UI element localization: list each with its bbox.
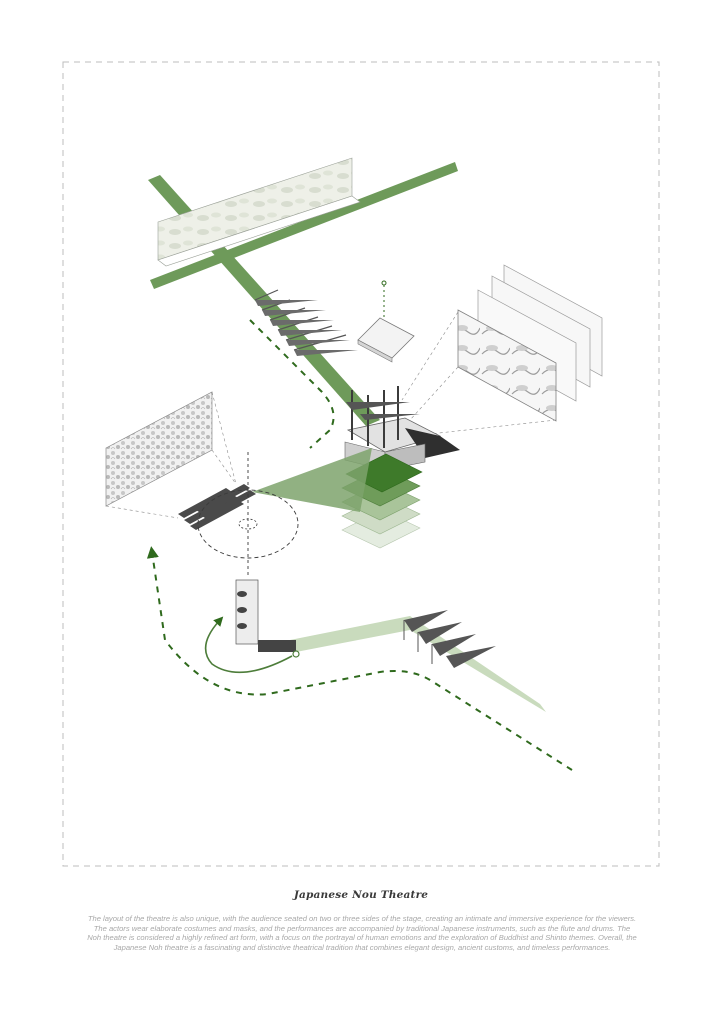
circular-arrow-end bbox=[292, 650, 300, 658]
dashed-arrow bbox=[249, 319, 335, 449]
lower-fins bbox=[404, 610, 496, 668]
lower-passage-path bbox=[290, 616, 546, 712]
pine-backdrop-panels bbox=[457, 264, 603, 422]
projection-lines-crowd bbox=[105, 391, 237, 519]
caption-body: The layout of the theatre is also unique… bbox=[87, 914, 637, 952]
sight-cone bbox=[252, 448, 372, 512]
dashed-frame bbox=[62, 61, 660, 867]
audience-seating bbox=[178, 484, 256, 530]
lower-fin-posts bbox=[403, 620, 433, 664]
roof-axis-dot bbox=[381, 280, 387, 286]
caption-title: Japanese Nou Theatre bbox=[293, 889, 429, 901]
lower-tower bbox=[235, 579, 296, 652]
dashed-arrow bbox=[146, 546, 573, 771]
roof-element bbox=[357, 317, 415, 363]
projection-lines-pine bbox=[401, 311, 557, 437]
railing-fins bbox=[255, 300, 358, 356]
cloud-screen-panel bbox=[157, 157, 361, 267]
circular-arrow bbox=[204, 616, 293, 674]
crowd-image-panel bbox=[105, 391, 213, 507]
